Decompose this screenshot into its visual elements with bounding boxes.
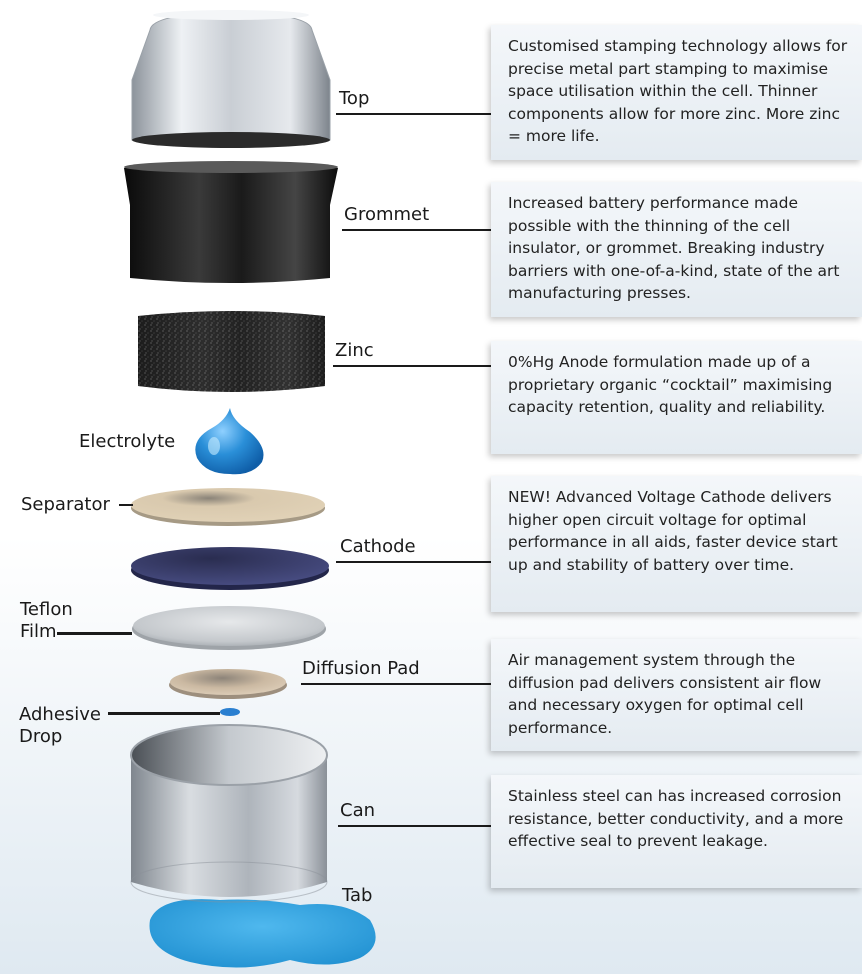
zinc-illustration xyxy=(138,311,325,392)
teflon-label-line1: Teflon xyxy=(20,599,73,620)
teflon-label-line2: Film xyxy=(20,621,57,642)
top-label: Top xyxy=(339,88,370,109)
diffusion-pad-leader-line xyxy=(301,683,491,685)
zinc-leader-line xyxy=(333,365,491,367)
diffusion-pad-description: Air management system through the diffus… xyxy=(491,639,862,751)
tab-label: Tab xyxy=(342,885,373,906)
adhesive-leader-line xyxy=(108,712,220,715)
adhesive-drop-illustration xyxy=(220,708,240,716)
electrolyte-label: Electrolyte xyxy=(79,431,176,452)
adhesive-label-line2: Drop xyxy=(19,726,63,747)
can-label: Can xyxy=(340,800,376,821)
teflon-leader-line xyxy=(57,632,132,635)
separator-leader-line xyxy=(119,504,133,506)
grommet-leader-line xyxy=(342,229,491,231)
cathode-illustration xyxy=(131,547,329,590)
can-leader-line xyxy=(338,825,491,827)
grommet-illustration xyxy=(124,161,338,283)
diffusion-pad-label: Diffusion Pad xyxy=(302,658,420,679)
can-illustration xyxy=(130,724,328,903)
adhesive-label-line1: Adhesive xyxy=(19,704,102,725)
diffusion-pad-illustration xyxy=(169,669,287,699)
cathode-leader-line xyxy=(336,561,491,563)
cathode-label: Cathode xyxy=(340,536,416,557)
separator-illustration xyxy=(131,488,325,526)
teflon-film-illustration xyxy=(132,606,326,650)
tab-illustration xyxy=(149,899,376,968)
separator-label: Separator xyxy=(21,494,110,515)
electrolyte-drop-illustration xyxy=(195,408,264,475)
top-description: Customised stamping technology allows fo… xyxy=(491,25,862,160)
top-leader-line xyxy=(336,113,491,115)
zinc-description: 0%Hg Anode formulation made up of a prop… xyxy=(491,341,862,454)
cathode-description: NEW! Advanced Voltage Cathode delivers h… xyxy=(491,476,862,612)
grommet-description: Increased battery performance made possi… xyxy=(491,182,862,317)
top-cap-illustration xyxy=(131,10,331,148)
grommet-label: Grommet xyxy=(344,204,430,225)
zinc-label: Zinc xyxy=(335,340,374,361)
can-description: Stainless steel can has increased corros… xyxy=(491,775,862,888)
